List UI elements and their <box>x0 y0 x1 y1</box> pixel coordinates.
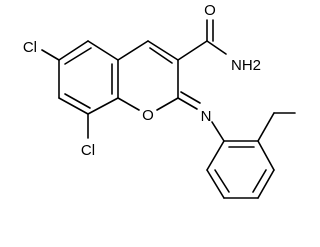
bond-double-inner <box>149 47 173 64</box>
bond-imine-double <box>180 91 201 104</box>
bond <box>58 40 89 61</box>
carbonyl-oxygen-label: O <box>204 2 216 19</box>
bond-n-to-ring <box>211 121 225 142</box>
substituents <box>41 19 227 139</box>
bond <box>87 97 119 115</box>
bond <box>257 140 275 171</box>
structure-canvas: Cl Cl O NH2 O N <box>23 2 296 199</box>
pyran-ring <box>117 40 179 111</box>
bond <box>117 97 140 111</box>
bond <box>58 97 89 115</box>
bond-double-inner <box>214 169 230 193</box>
molecule-drawing: Cl Cl O NH2 O N <box>23 2 296 199</box>
bond <box>87 40 119 61</box>
bond-to-nh2 <box>206 40 227 55</box>
bond <box>117 40 149 61</box>
bond <box>206 169 225 199</box>
bond-double-inner <box>64 47 92 65</box>
amide-nh2-label: NH2 <box>231 57 261 74</box>
ring-oxygen-label: O <box>142 107 154 124</box>
bond-to-amide-carbon <box>177 40 208 61</box>
benzo-ring <box>58 40 119 115</box>
bond-to-cl-top <box>41 49 60 61</box>
imine-nitrogen-label: N <box>201 108 212 125</box>
chlorine-bottom-label: Cl <box>81 142 95 159</box>
bond <box>147 40 179 61</box>
bond <box>257 169 275 199</box>
bond-double-inner <box>64 93 91 109</box>
bond <box>156 97 179 111</box>
atom-labels: Cl Cl O NH2 O N <box>23 2 261 159</box>
bond <box>206 140 225 171</box>
bond-imine <box>177 97 198 110</box>
bond-double-inner <box>252 169 267 193</box>
bond-methyl <box>257 112 275 142</box>
tolyl-ring <box>206 112 296 199</box>
chlorine-top-label: Cl <box>23 39 37 56</box>
